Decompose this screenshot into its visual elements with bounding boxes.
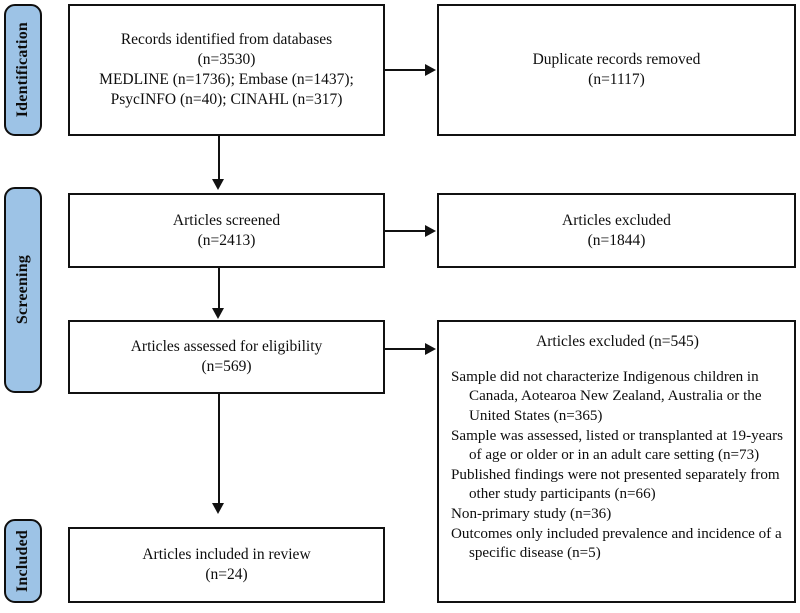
text-line: (n=2413) [197, 231, 256, 249]
stage-label-included: Included [4, 519, 42, 603]
exclusion-reason-item: Outcomes only included prevalence and in… [451, 525, 782, 562]
stage-label-included-text: Included [14, 529, 31, 593]
connector-records-to-duplicates [385, 69, 426, 71]
exclusion-reason-list: Sample did not characterize Indigenous c… [451, 368, 784, 564]
text-line: MEDLINE (n=1736); Embase (n=1437); [99, 71, 354, 88]
text-line: Articles included in review [142, 546, 311, 564]
text-line: PsycINFO (n=40); CINAHL (n=317) [110, 90, 343, 108]
box-articles-screened: Articles screened (n=2413) [68, 193, 385, 268]
arrow-right-icon [425, 64, 436, 76]
text-line: (n=569) [201, 358, 252, 375]
box-duplicate-records-removed-text: Duplicate records removed (n=1117) [439, 50, 794, 90]
exclusion-reason-item: Non-primary study (n=36) [451, 506, 612, 523]
stage-label-screening-text: Screening [14, 255, 31, 325]
exclusion-reason-item: Sample did not characterize Indigenous c… [451, 368, 762, 425]
box-records-identified: Records identified from databases (n=353… [68, 4, 385, 136]
box-articles-screened-text: Articles screened (n=2413) [70, 211, 383, 251]
exclusion-reason-item: Published findings were not presented se… [451, 466, 780, 503]
arrow-right-icon [425, 343, 436, 355]
stage-label-identification-text: Identification [14, 22, 31, 118]
box-records-identified-text: Records identified from databases (n=353… [70, 30, 383, 109]
text-line: (n=3530) [197, 51, 256, 69]
arrow-right-icon [425, 225, 436, 237]
connector-eligibility-to-excluded [385, 348, 426, 350]
text-line: Articles excluded [536, 333, 645, 350]
connector-eligibility-to-included [218, 394, 220, 504]
connector-records-to-screened [218, 136, 220, 180]
stage-label-screening: Screening [4, 187, 42, 393]
arrow-down-icon [212, 503, 224, 514]
box-articles-excluded-eligibility-heading: Articles excluded (n=545) [451, 332, 784, 352]
box-duplicate-records-removed: Duplicate records removed (n=1117) [437, 4, 796, 136]
box-articles-assessed-eligibility-text: Articles assessed for eligibility (n=569… [70, 337, 383, 377]
box-articles-included-review: Articles included in review (n=24) [68, 527, 385, 603]
box-articles-assessed-eligibility: Articles assessed for eligibility (n=569… [68, 320, 385, 394]
arrow-down-icon [212, 179, 224, 190]
text-line: (n=24) [205, 566, 248, 583]
text-line: Articles excluded [562, 211, 671, 229]
connector-screened-to-eligibility [218, 268, 220, 309]
text-line: (n=1844) [587, 231, 646, 249]
box-articles-included-review-text: Articles included in review (n=24) [70, 545, 383, 585]
stage-label-identification: Identification [4, 4, 42, 136]
text-line: (n=545) [648, 333, 699, 350]
exclusion-reason-item: Sample was assessed, listed or transplan… [451, 427, 783, 464]
text-line: Articles screened [172, 211, 281, 229]
box-articles-excluded-eligibility: Articles excluded (n=545) Sample did not… [437, 320, 796, 603]
arrow-down-icon [212, 308, 224, 319]
box-articles-excluded-screening-text: Articles excluded (n=1844) [439, 211, 794, 251]
text-line: (n=1117) [588, 71, 645, 88]
box-articles-excluded-screening: Articles excluded (n=1844) [437, 193, 796, 268]
text-line: Articles assessed for eligibility [130, 338, 323, 356]
text-line: Records identified from databases [120, 31, 333, 49]
text-line: Duplicate records removed [532, 51, 701, 69]
connector-screened-to-excluded [385, 230, 426, 232]
